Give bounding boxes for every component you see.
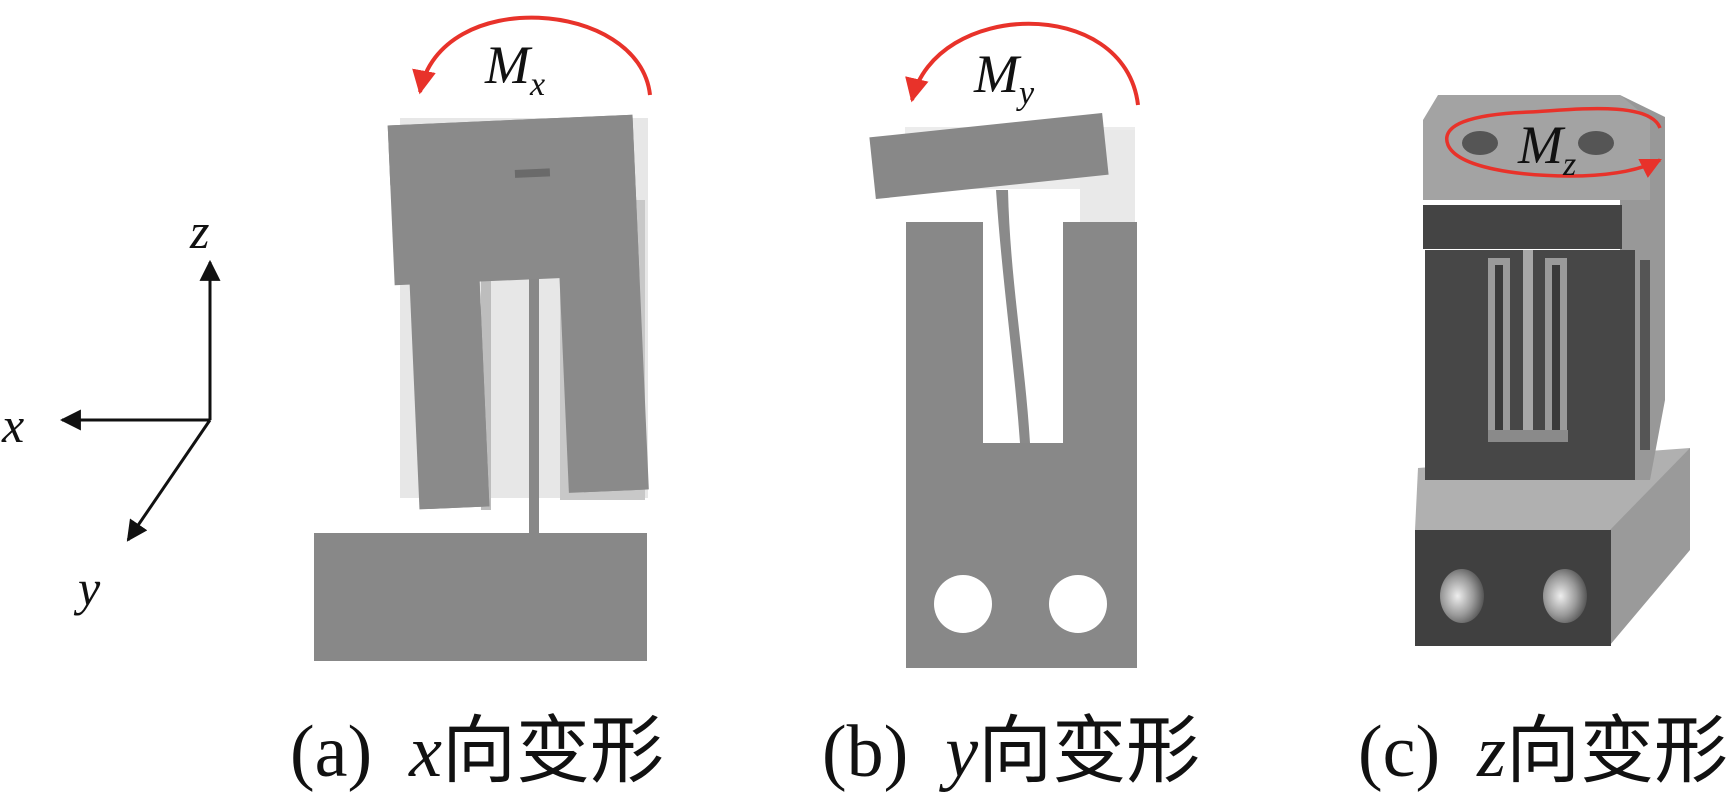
moment-arrow-mz [1445, 106, 1662, 178]
top-hole-c-right [1578, 131, 1614, 155]
inner-crossbar-c [1488, 430, 1568, 442]
caption-b: (b) y向变形 [822, 705, 1200, 800]
moment-label-my: My [973, 44, 1035, 112]
top-hole-c-left [1462, 131, 1498, 155]
moment-label-mx: Mx [484, 35, 545, 103]
right-side-slot-c [1640, 260, 1650, 450]
flexure-beam-a-ghost [481, 270, 491, 510]
caption-a-prefix: (a) [290, 711, 373, 793]
caption-b-variable: y [945, 711, 979, 793]
bolt-hole-c-left [1440, 569, 1484, 623]
u-body-b [906, 222, 1137, 668]
caption-c-suffix: 向变形 [1505, 711, 1728, 793]
bolt-hole-c-right [1543, 569, 1587, 623]
moment-arrow-mx [412, 15, 652, 96]
flexure-beam-a [529, 270, 539, 536]
part-c-z-deformation: Mz [1415, 95, 1690, 646]
caption-c: (c) z向变形 [1358, 705, 1728, 800]
base-block-a [314, 533, 647, 661]
inner-slot-c-left-shadow [1495, 265, 1503, 435]
top-plate-b [869, 112, 1109, 200]
u-frame-a [387, 114, 649, 510]
caption-a-suffix: 向变形 [442, 711, 664, 793]
coordinate-axes: z x y [1, 203, 221, 616]
part-b-y-deformation: My [869, 21, 1140, 668]
caption-b-suffix: 向变形 [978, 711, 1201, 793]
z-axis-label: z [189, 203, 209, 259]
caption-c-variable: z [1477, 711, 1506, 793]
caption-c-prefix: (c) [1358, 711, 1441, 793]
caption-a: (a) x向变形 [290, 705, 664, 800]
bolt-hole-b-right [1049, 575, 1107, 633]
base-block-c-side [1610, 448, 1690, 645]
moment-arrow-my [905, 21, 1140, 106]
x-axis-label: x [1, 397, 24, 453]
y-axis-label: y [73, 560, 101, 616]
caption-b-prefix: (b) [822, 711, 909, 793]
moment-label-mz: Mz [1517, 115, 1576, 183]
flexure-beam-b [996, 190, 1030, 443]
inner-slot-c-right-shadow [1552, 265, 1560, 435]
inner-slot-c-mid [1523, 250, 1533, 435]
part-a-x-deformation: Mx [314, 15, 652, 661]
top-cap-c-front [1423, 205, 1622, 249]
y-axis-arrow [126, 419, 212, 542]
caption-a-variable: x [409, 711, 442, 793]
bolt-hole-b-left [934, 575, 992, 633]
